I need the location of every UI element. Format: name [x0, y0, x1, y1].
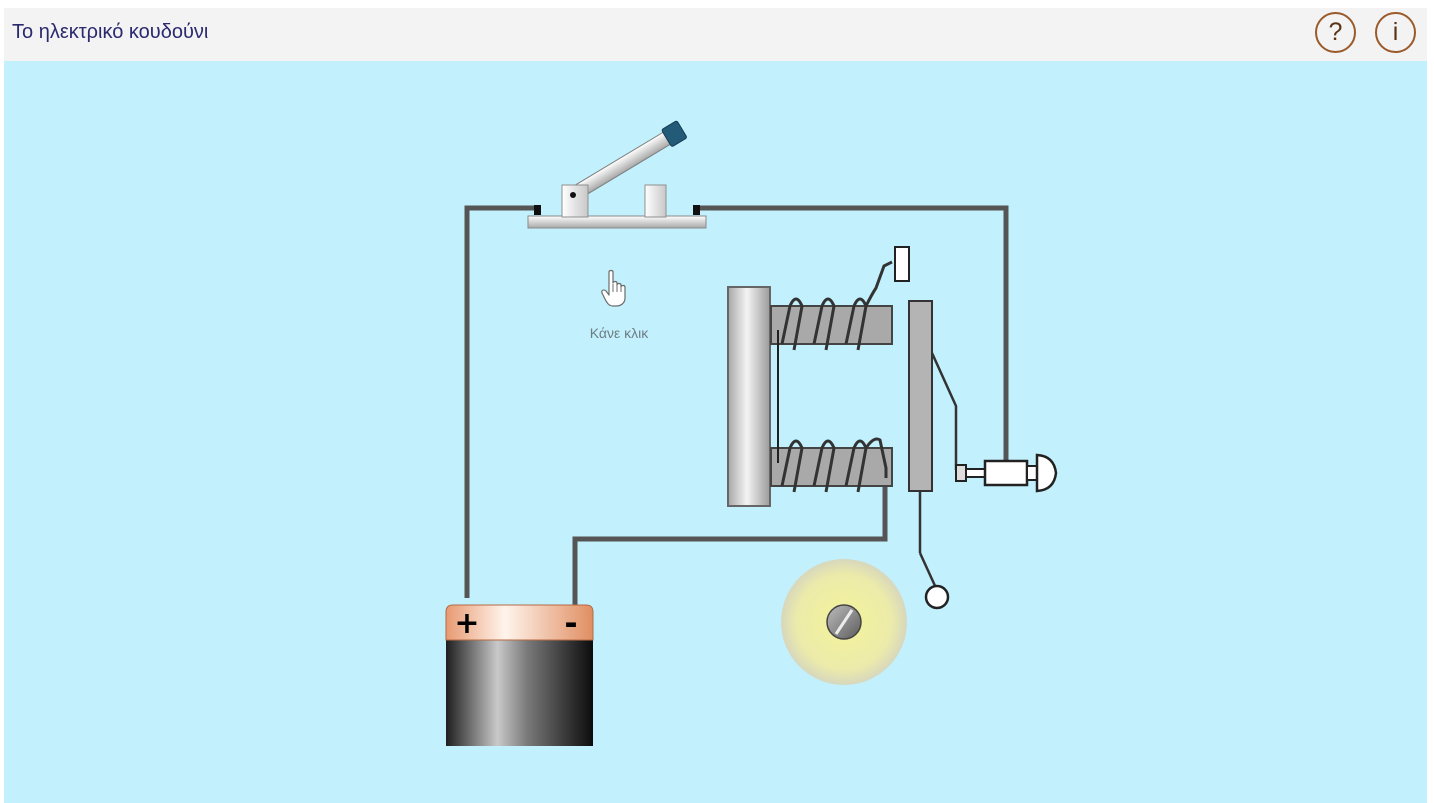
spring-wire [930, 352, 958, 470]
page-title: Το ηλεκτρικό κουδούνι [12, 21, 209, 43]
click-hint-label[interactable]: Κάνε κλικ [589, 325, 649, 341]
switch-hinge [561, 184, 589, 218]
armature [908, 300, 958, 610]
switch-terminal-right [693, 205, 700, 215]
switch-contact-post [644, 184, 667, 218]
magnet-yoke [727, 286, 771, 507]
battery-body [446, 640, 593, 746]
knife-switch[interactable] [527, 120, 707, 229]
hand-pointer-icon [601, 269, 626, 307]
electromagnet [727, 260, 893, 507]
battery: + - [445, 604, 594, 746]
circuit-diagram: + - [445, 120, 1058, 746]
hinge-pin [570, 192, 576, 198]
app-window: Το ηλεκτρικό κουδούνι ? i [4, 8, 1427, 803]
battery-plus-label: + [454, 606, 479, 641]
help-icon: ? [1328, 18, 1343, 46]
switch-lever [566, 120, 687, 203]
info-icon: i [1392, 18, 1399, 46]
battery-minus-label: - [564, 604, 577, 642]
adjustment-screw [955, 453, 1058, 493]
upper-coil [780, 260, 893, 351]
wire-coil-to-battery [572, 476, 888, 606]
wire-top-right [697, 205, 1009, 470]
lower-coil [780, 437, 888, 493]
circuit-wires [464, 205, 1009, 606]
info-button[interactable]: i [1375, 12, 1416, 53]
bell [781, 559, 907, 685]
wire-left [464, 205, 537, 598]
switch-terminal-left [534, 205, 541, 215]
hammer-ball [924, 584, 950, 610]
battery-cap [445, 604, 594, 641]
help-button[interactable]: ? [1315, 12, 1356, 53]
screw-icon [826, 604, 862, 640]
title-bar: Το ηλεκτρικό κουδούνι ? i [4, 8, 1427, 61]
switch-base [527, 215, 707, 229]
circuit-stage: + - Κάνε κλικ [4, 61, 1427, 803]
top-contact [894, 246, 910, 282]
